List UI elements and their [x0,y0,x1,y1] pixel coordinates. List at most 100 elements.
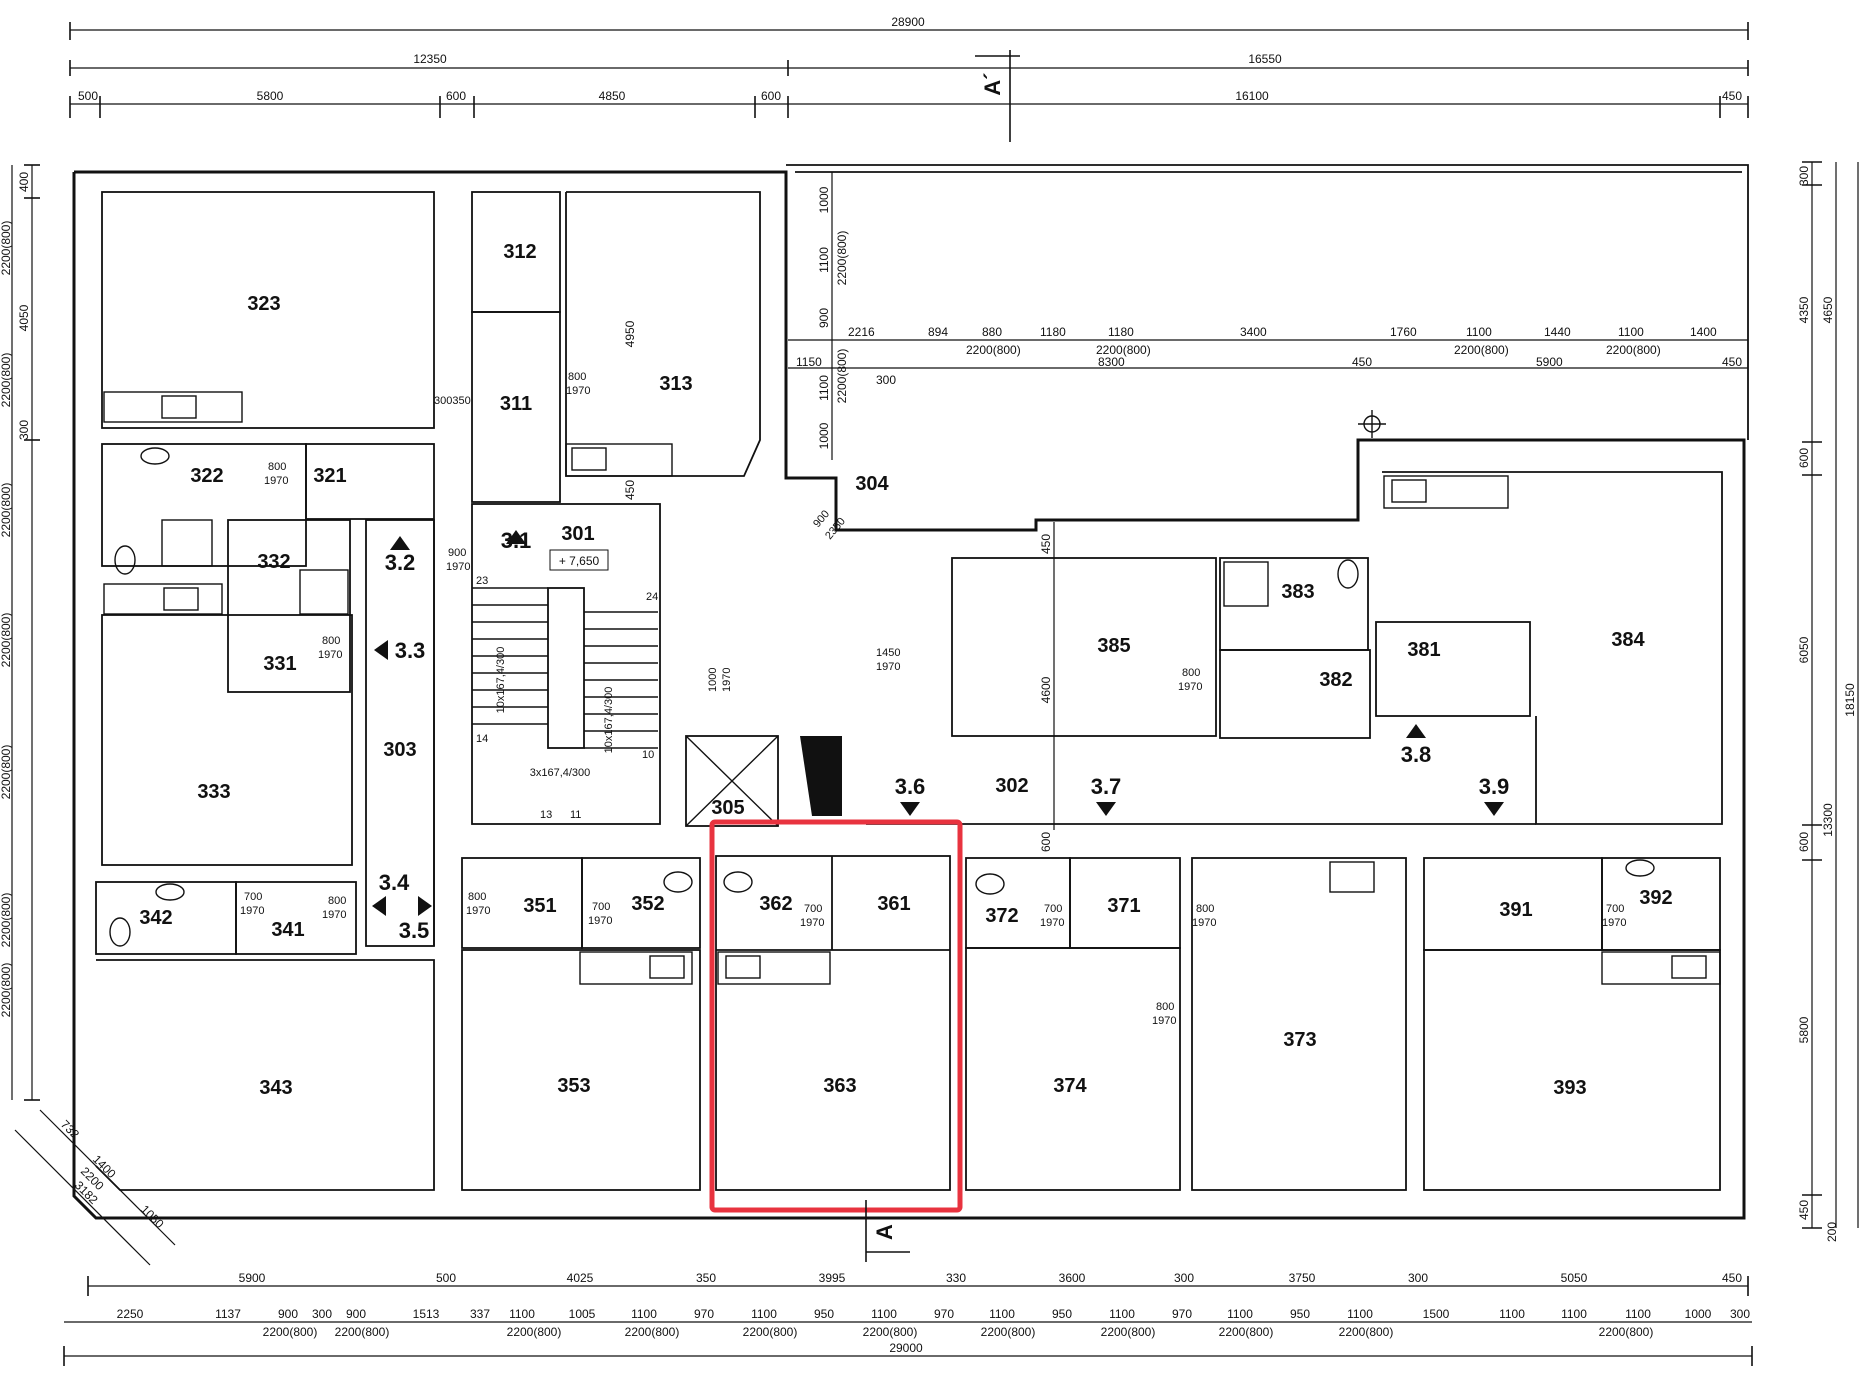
left-dimensions: 400 4050 300 2200(800) 2200(800) 2200(80… [0,164,40,1101]
room-312: 312 [503,241,536,263]
dim-1100b: 1100 [1618,325,1644,339]
dim-l2200b: 2200(800) [0,353,13,408]
room-305: 305 [711,797,744,819]
stair-run-2: 10x167,4/300 [603,687,615,754]
door-341-w: 700 [244,891,262,903]
room-331: 331 [263,653,296,675]
fixtures [103,391,1721,985]
dim-l2200g: 2200(800) [0,963,13,1018]
room-393: 393 [1553,1077,1586,1099]
dim-1180b: 1180 [1108,325,1134,339]
room-353: 353 [557,1075,590,1097]
stair-14: 14 [476,733,488,745]
room-341: 341 [271,919,304,941]
stair-24: 24 [646,591,658,603]
dim-c1100h: 1100 [1347,1307,1373,1321]
room-362: 362 [759,893,792,915]
door-34-h: 1970 [322,909,346,921]
dim-c337: 337 [470,1307,490,1321]
dim-c950b: 950 [1052,1307,1072,1321]
room-303: 303 [383,739,416,761]
dim-right-top: 16550 [1248,52,1282,66]
dim-r450: 450 [1797,1200,1811,1220]
room-371: 371 [1107,895,1140,917]
dim-bw9: 2200(800) [1219,1325,1274,1339]
room-321: 321 [313,465,346,487]
door-322-w: 800 [268,461,286,473]
stair-10: 10 [642,749,654,761]
dim-bw3: 2200(800) [507,1325,562,1339]
dim-600b: 600 [761,89,781,103]
room-384: 384 [1611,629,1645,651]
dim-r300: 300 [1797,166,1811,186]
dim-c300: 300 [312,1307,332,1321]
room-323: 323 [247,293,280,315]
dim-500: 500 [78,89,98,103]
dim-894: 894 [928,325,948,339]
door-annotations: 800 1970 800 1970 900 1970 700 1970 800 … [240,371,1626,1027]
dim-b450: 450 [1722,1271,1742,1285]
door-362-w: 700 [804,903,822,915]
terrace-dimensions: 2216 894 880 1180 1180 3400 1760 1100 14… [623,172,1748,852]
dim-880: 880 [982,325,1002,339]
dim-r5800: 5800 [1797,1016,1811,1043]
door-331-h: 1970 [318,649,342,661]
dim-c1100c: 1100 [751,1307,777,1321]
dim-b300b: 300 [1408,1271,1428,1285]
dim-1180a: 1180 [1040,325,1066,339]
section-marker-bottom: A [865,1200,910,1262]
door-372-w: 700 [1044,903,1062,915]
dim-450a: 450 [1352,355,1372,369]
dim-l4050: 4050 [17,304,31,331]
dim-732: 732 [58,1117,82,1141]
room-301: 301 [561,523,594,545]
dim-2216: 2216 [848,325,875,339]
dim-c1000: 1000 [1685,1307,1712,1321]
door-304-h: 1970 [876,661,900,673]
dim-left-top: 12350 [413,52,447,66]
door-304-w: 1450 [876,647,900,659]
dim-c950a: 950 [814,1307,834,1321]
dim-c1100f: 1100 [1109,1307,1135,1321]
room-373: 373 [1283,1029,1316,1051]
dim-1150: 1150 [796,355,822,369]
room-382: 382 [1319,669,1352,691]
dim-b5900: 5900 [239,1271,266,1285]
marker-3-6: 3.6 [895,774,926,799]
bottom-dimensions: 5900 500 4025 350 3995 330 3600 300 3750… [63,1271,1753,1366]
dim-c1100d: 1100 [871,1307,897,1321]
room-372: 372 [985,905,1018,927]
dim-bw5: 2200(800) [743,1325,798,1339]
door-32-w: 900 [448,547,466,559]
dim-450: 450 [1722,89,1742,103]
dim-l2200d: 2200(800) [0,613,13,668]
dim-600a: 600 [446,89,466,103]
dim-r13300: 13300 [1821,803,1835,837]
door-311-jamb: 300350 [434,395,471,407]
dim-bw4: 2200(800) [625,1325,680,1339]
dim-bw1: 2200(800) [263,1325,318,1339]
room-351: 351 [523,895,556,917]
dim-b500: 500 [436,1271,456,1285]
dim-1760: 1760 [1390,325,1417,339]
dim-c900b: 900 [346,1307,366,1321]
door-374-w: 800 [1156,1001,1174,1013]
stair-treads [472,604,658,749]
room-322: 322 [190,465,223,487]
dim-b4025: 4025 [567,1271,594,1285]
dim-terrace-w2: 2200(800) [1096,343,1151,357]
marker-3-5: 3.5 [399,918,430,943]
dim-r6050: 6050 [1797,636,1811,663]
dim-c970c: 970 [1172,1307,1192,1321]
dim-r4350: 4350 [1797,296,1811,323]
dim-r4650: 4650 [1821,296,1835,323]
door-32-h: 1970 [446,561,470,573]
dim-16100: 16100 [1235,89,1269,103]
dim-v450: 450 [1039,534,1053,554]
door-311-h: 1970 [566,385,590,397]
dim-c1100b: 1100 [631,1307,657,1321]
entry-markers: 3.1 3.2 3.3 3.4 3.5 3.6 3.7 3.8 3.9 [372,528,1509,943]
dim-bw2: 2200(800) [335,1325,390,1339]
dim-c2250: 2250 [117,1307,144,1321]
